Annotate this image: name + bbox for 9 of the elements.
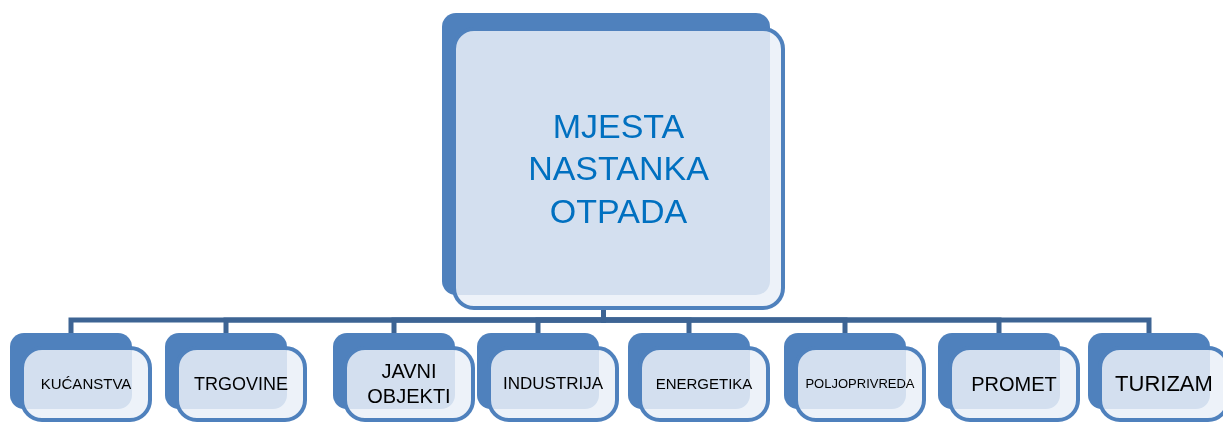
box-label: POLJOPRIVREDA <box>805 375 915 393</box>
box-label: MJESTA NASTANKA OTPADA <box>527 105 710 232</box>
box-label: KUĆANSTVA <box>40 374 132 394</box>
box-label: PROMET <box>971 371 1057 397</box>
box-label: JAVNI OBJEKTI <box>366 359 452 409</box>
box-label: ENERGETIKA <box>655 374 753 394</box>
box-label: TRGOVINE <box>194 372 288 396</box>
box-label: INDUSTRIJA <box>502 373 604 395</box>
box-label: TURIZAM <box>1115 370 1213 398</box>
